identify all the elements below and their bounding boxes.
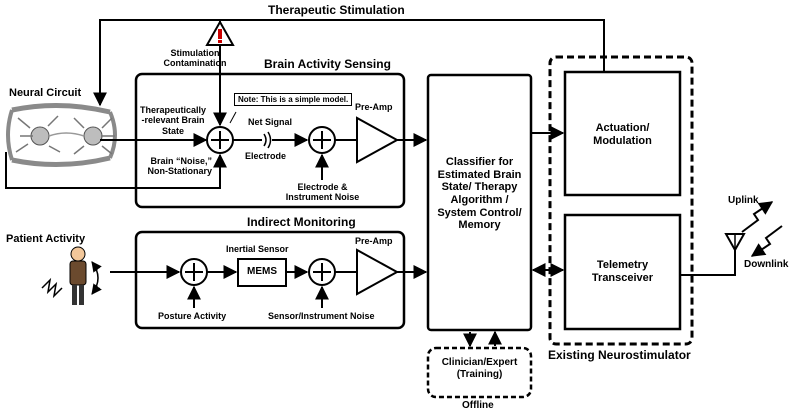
indirect-monitoring-box xyxy=(134,230,406,330)
neural-circuit-icon xyxy=(6,103,117,167)
rotation-arrow-icon xyxy=(91,261,102,295)
inertial-sensor-label: Inertial Sensor xyxy=(226,244,289,254)
mems-box xyxy=(237,258,287,287)
antenna-line xyxy=(680,250,736,276)
telemetry-label: Telemetry Transceiver xyxy=(591,259,654,284)
stimulation-contamination-label: Stimulation Contamination xyxy=(163,48,227,69)
posture-activity-label: Posture Activity xyxy=(158,311,227,321)
uplink-signal-icon xyxy=(741,201,774,233)
actuation-label: Actuation/ Modulation xyxy=(593,122,652,147)
classifier-box xyxy=(426,73,533,332)
clinician-label: Clinician/Expert (Training) xyxy=(441,357,518,380)
therapeutic-stimulation-label: Therapeutic Stimulation xyxy=(268,3,405,17)
summing-junction-electrode xyxy=(308,126,336,154)
net-signal-label: Net Signal xyxy=(248,117,293,127)
pre-amp-label-2: Pre-Amp xyxy=(355,236,393,246)
brain-noise-label: Brain “Noise,” Non-Stationary xyxy=(147,156,212,177)
mems-label: MEMS xyxy=(247,266,277,277)
motion-zigzag-icon xyxy=(41,277,63,299)
existing-neurostimulator-box xyxy=(548,55,694,346)
classifier-label: Classifier for Estimated Brain State/ Th… xyxy=(437,156,522,232)
summing-junction-sensor xyxy=(308,258,336,286)
pre-amp-label-1: Pre-Amp xyxy=(355,102,393,112)
warning-triangle-icon xyxy=(205,19,235,46)
therapeutic-stimulation-line xyxy=(93,19,605,107)
person-icon xyxy=(69,246,87,305)
clinician-box xyxy=(426,346,533,399)
uplink-label: Uplink xyxy=(728,195,759,206)
actuation-box xyxy=(563,70,682,197)
brain-activity-sensing-title: Brain Activity Sensing xyxy=(264,57,391,71)
downlink-label: Downlink xyxy=(744,259,789,270)
pre-amp-triangle-1 xyxy=(356,116,400,164)
therapeutic-brain-state-label: Therapeutically -relevant Brain State xyxy=(139,105,207,136)
neural-circuit-label: Neural Circuit xyxy=(9,87,82,99)
offline-label: Offline xyxy=(462,400,494,411)
pre-amp-triangle-2 xyxy=(356,248,400,296)
downlink-signal-icon xyxy=(750,225,783,257)
indirect-monitoring-title: Indirect Monitoring xyxy=(247,215,356,229)
electrode-icon xyxy=(263,131,272,149)
patient-activity-label: Patient Activity xyxy=(6,233,86,245)
model-note: Note: This is a simple model. xyxy=(234,93,353,106)
summing-junction-posture xyxy=(180,258,208,286)
electrode-noise-label: Electrode & Instrument Noise xyxy=(285,182,360,203)
summing-junction-brain xyxy=(206,126,234,154)
brain-noise-line xyxy=(5,152,227,189)
electrode-label: Electrode xyxy=(245,151,287,161)
sensor-noise-label: Sensor/Instrument Noise xyxy=(268,311,375,321)
existing-neurostimulator-label: Existing Neurostimulator xyxy=(548,348,691,362)
telemetry-box xyxy=(563,213,682,331)
antenna-icon xyxy=(724,233,746,253)
